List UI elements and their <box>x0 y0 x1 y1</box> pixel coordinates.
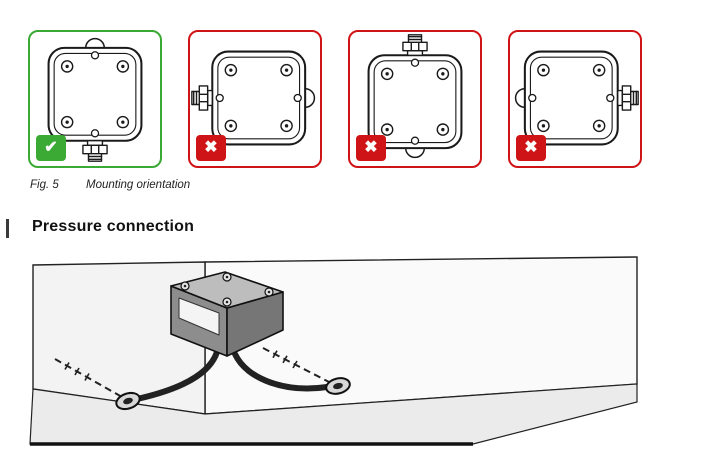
hidden-tube-right <box>262 347 332 384</box>
panel-gland-left: ✖ <box>188 30 322 168</box>
cross-icon: ✖ <box>364 139 378 156</box>
grommet-right <box>325 377 351 395</box>
panel-gland-right: ✖ <box>508 30 642 168</box>
check-icon: ✔ <box>44 139 58 156</box>
cross-icon: ✖ <box>204 139 218 156</box>
cross-icon: ✖ <box>524 139 538 156</box>
device-screws <box>180 272 274 307</box>
status-badge-wrong: ✖ <box>196 135 226 161</box>
panel-gland-up: ✖ <box>348 30 482 168</box>
figure-caption: Fig. 5 Mounting orientation <box>30 179 190 191</box>
status-badge-ok: ✔ <box>36 135 66 161</box>
mounting-orientation-figure: ✔ ✖ ✖ ✖ <box>28 30 642 168</box>
section-title: Pressure connection <box>32 218 195 235</box>
grommet-left <box>115 391 141 411</box>
section-marker-bar <box>6 219 9 238</box>
panel-gland-down: ✔ <box>28 30 162 168</box>
status-badge-wrong: ✖ <box>516 135 546 161</box>
pressure-tube-left <box>134 349 220 402</box>
pressure-connection-illustration <box>29 256 638 446</box>
hidden-tube-left <box>54 358 123 398</box>
transmitter-device <box>170 271 284 357</box>
status-badge-wrong: ✖ <box>356 135 386 161</box>
figure-label: Fig. 5 <box>30 179 59 191</box>
device-label-plate <box>178 297 220 336</box>
pressure-tube-right <box>232 351 330 392</box>
figure-caption-text: Mounting orientation <box>86 179 191 191</box>
